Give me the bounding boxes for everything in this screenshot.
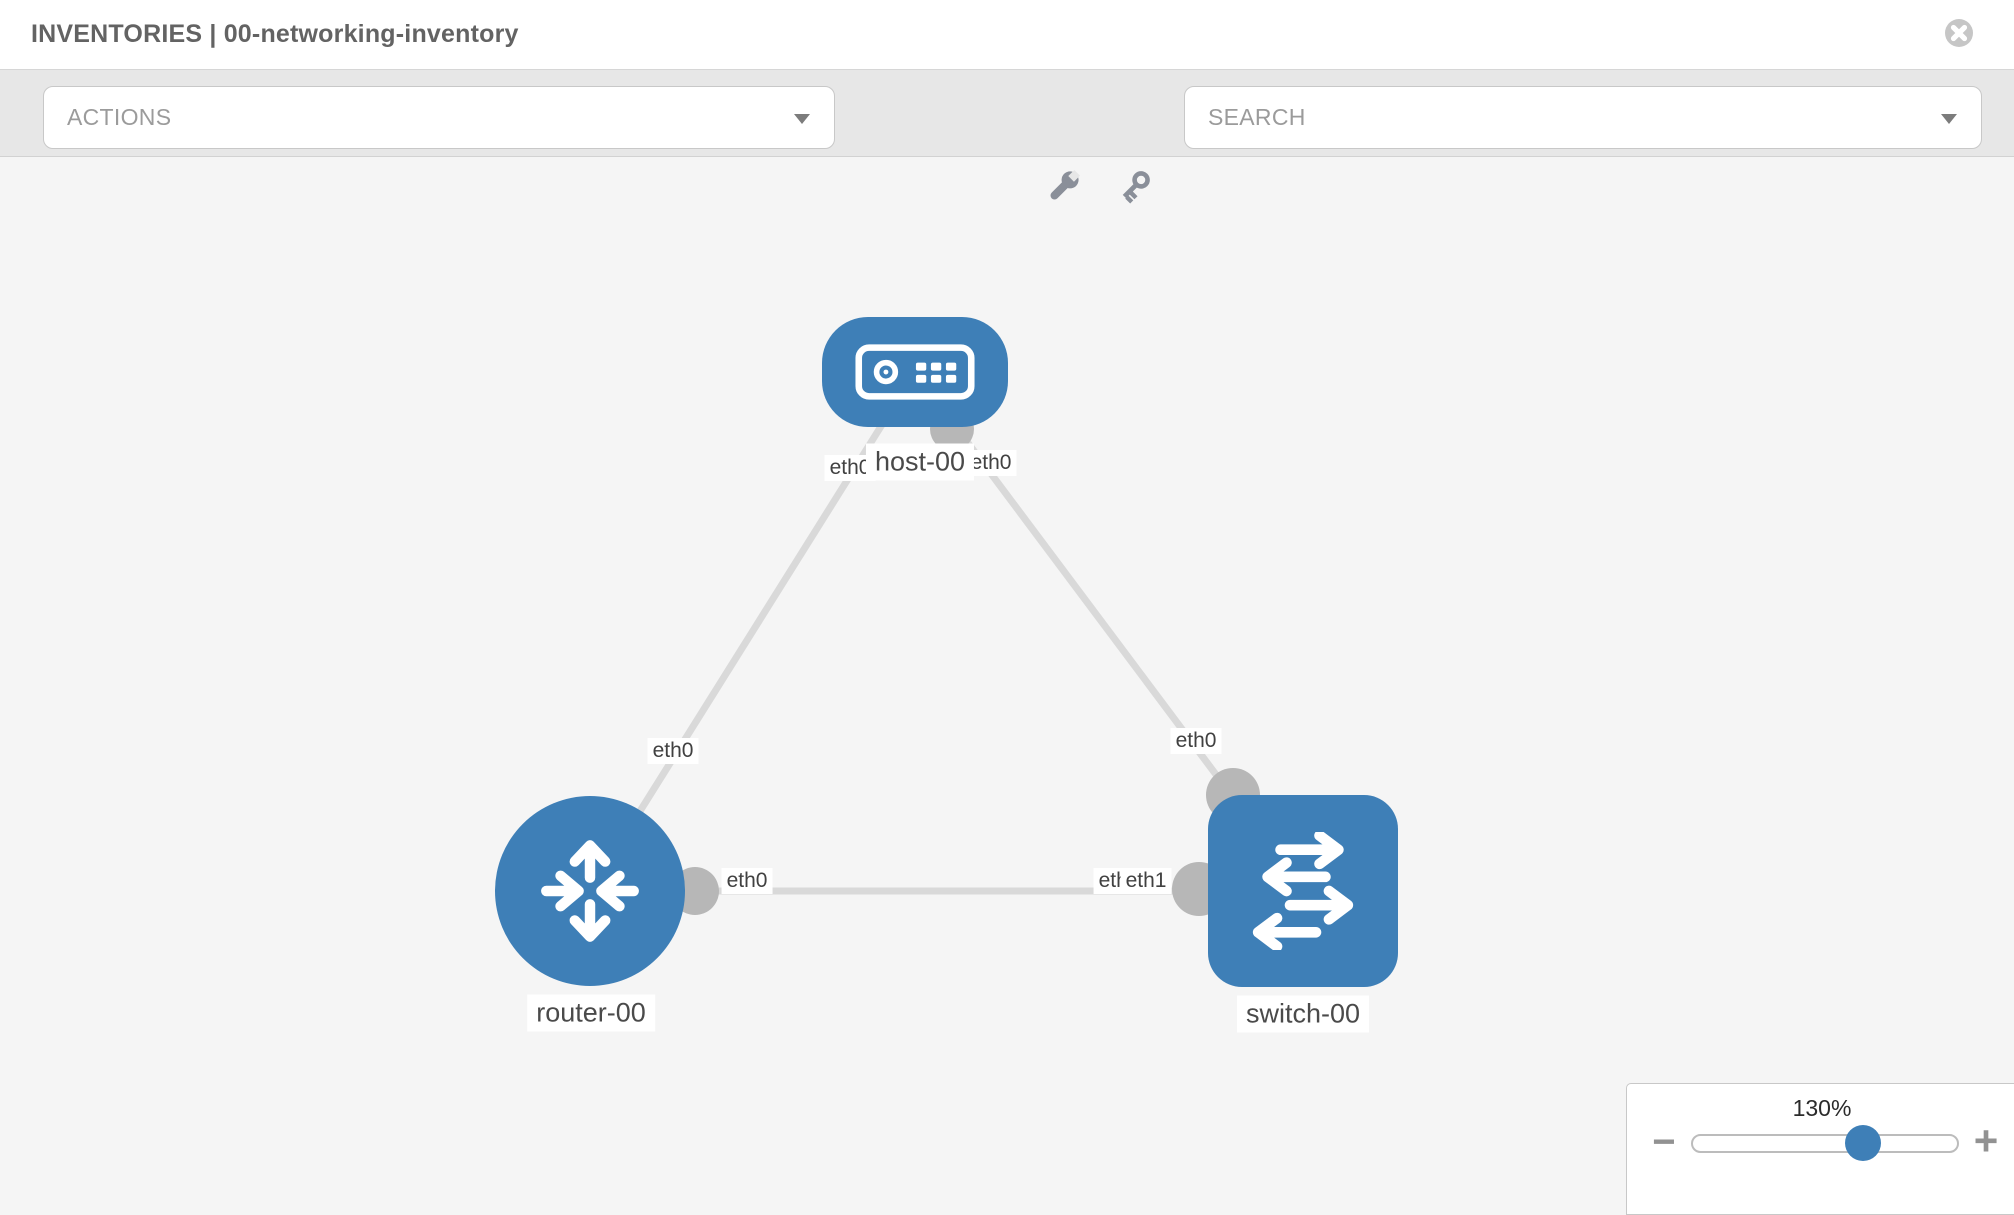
chevron-down-icon [1941, 113, 1957, 124]
node-host-00[interactable] [822, 317, 1008, 427]
wrench-button[interactable] [1041, 166, 1085, 210]
node-router-00[interactable] [495, 796, 685, 986]
switch-icon [1252, 832, 1354, 950]
zoom-slider-track[interactable] [1691, 1134, 1959, 1153]
close-icon [1945, 19, 1973, 47]
node-label-switch-00: switch-00 [1236, 995, 1370, 1033]
zoom-out-button[interactable]: − [1652, 1120, 1676, 1164]
node-switch-00[interactable] [1208, 795, 1398, 987]
wrench-icon [1050, 169, 1080, 199]
interface-label: eth0 [1170, 728, 1222, 754]
zoom-slider-thumb[interactable] [1844, 1125, 1881, 1161]
actions-dropdown-label: ACTIONS [67, 104, 172, 130]
node-label-router-00: router-00 [527, 994, 655, 1032]
search-dropdown[interactable]: SEARCH [1184, 86, 1982, 149]
zoom-level-label: 130% [1792, 1095, 1852, 1121]
host-icon [855, 344, 975, 400]
toolbar: ACTIONS SEARCH [0, 70, 2014, 204]
actions-dropdown[interactable]: ACTIONS [43, 86, 835, 149]
interface-label: eth0 [965, 450, 1017, 476]
page-title: INVENTORIES | 00-networking-inventory [31, 20, 519, 48]
zoom-in-button[interactable]: + [1973, 1117, 1999, 1164]
interface-label: eth0 [721, 868, 773, 894]
key-icon [1122, 170, 1150, 204]
node-label-host-00: host-00 [865, 443, 975, 481]
chevron-down-icon [794, 113, 810, 124]
zoom-panel: 130% − + [1626, 1083, 2014, 1215]
interface-label: eth0 [647, 738, 699, 764]
header: INVENTORIES | 00-networking-inventory [0, 0, 2014, 70]
router-icon [541, 840, 639, 942]
key-button[interactable] [1112, 166, 1156, 210]
search-dropdown-label: SEARCH [1208, 104, 1306, 130]
interface-label: eth1 [1120, 868, 1172, 894]
close-button[interactable] [1944, 18, 1974, 48]
